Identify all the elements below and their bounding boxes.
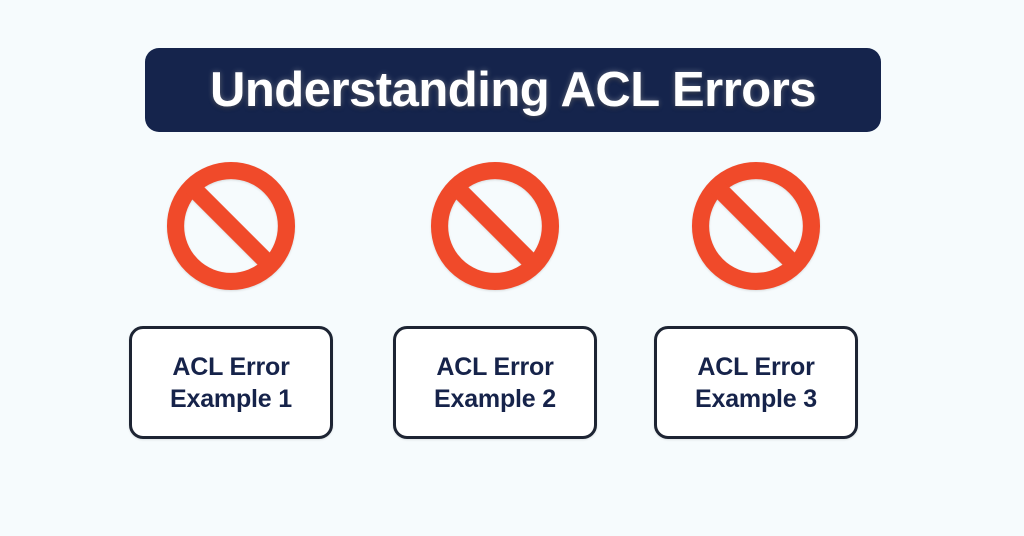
example-label-line-2: Example 2	[434, 384, 556, 413]
example-column-1: ACL Error Example 1	[101, 160, 361, 450]
prohibition-icon	[690, 160, 822, 292]
prohibition-icon	[165, 160, 297, 292]
example-label-line-2: Example 3	[695, 384, 817, 413]
page-title: Understanding ACL Errors	[209, 62, 817, 117]
example-label-box-1: ACL Error Example 1	[129, 326, 333, 439]
example-column-2: ACL Error Example 2	[365, 160, 625, 450]
title-banner: Understanding ACL Errors	[145, 48, 881, 132]
example-column-3: ACL Error Example 3	[626, 160, 886, 450]
example-label-box-3: ACL Error Example 3	[654, 326, 858, 439]
example-label-line-1: ACL Error	[436, 352, 554, 381]
prohibition-icon	[429, 160, 561, 292]
examples-row: ACL Error Example 1 ACL Error Example 2	[0, 160, 1024, 460]
example-label-line-2: Example 1	[170, 384, 292, 413]
example-label-line-1: ACL Error	[697, 352, 815, 381]
example-label-line-1: ACL Error	[172, 352, 290, 381]
example-label-box-2: ACL Error Example 2	[393, 326, 597, 439]
